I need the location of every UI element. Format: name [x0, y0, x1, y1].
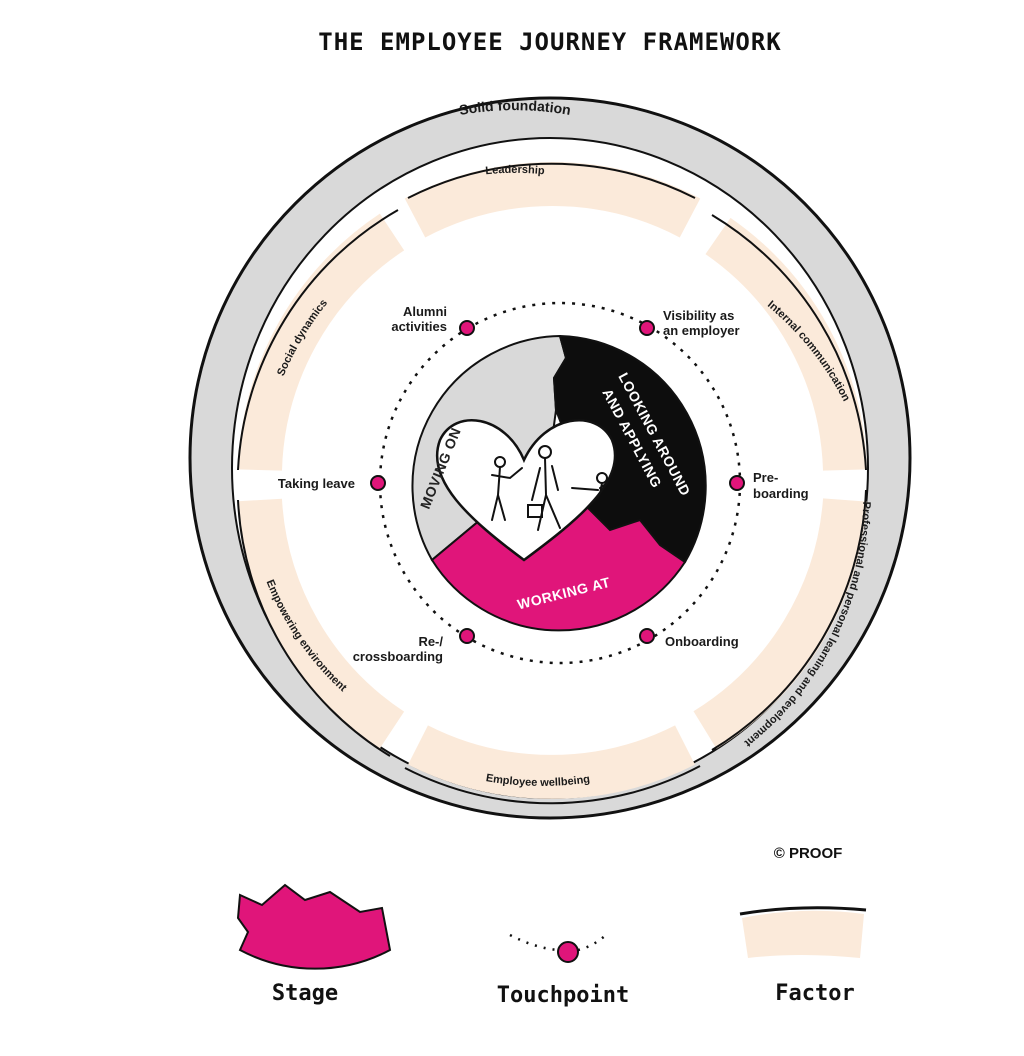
factor-label-leadership: Leadership [485, 164, 546, 177]
touchpoint-dot-recrossboarding [459, 628, 475, 644]
legend-stage-label: Stage [272, 981, 338, 1006]
touchpoint-label-recrossboarding-line-2: crossboarding [353, 649, 443, 664]
factor-segment-empowering-environment [238, 498, 405, 749]
page-title: THE EMPLOYEE JOURNEY FRAMEWORK [318, 28, 781, 56]
factor-segment-social-dynamics [238, 213, 405, 471]
touchpoint-dot-alumni [459, 320, 475, 336]
heart-illustration [435, 418, 617, 562]
foundation-label: Solid foundation [458, 97, 572, 118]
touchpoint-dot-preboarding [729, 475, 745, 491]
factor-label-employee-wellbeing: Employee wellbeing [485, 772, 591, 789]
touchpoint-label-alumni-line-2: activities [391, 319, 447, 334]
factor-segment-professional-development [693, 498, 867, 749]
touchpoint-label-onboarding: Onboarding [665, 634, 739, 649]
legend-stage-icon [236, 883, 392, 970]
touchpoints [370, 320, 745, 644]
legend-factor-label: Factor [775, 981, 854, 1006]
legend-factor-icon [742, 910, 864, 958]
touchpoint-dot-onboarding [639, 628, 655, 644]
factor-segment-internal-communication [705, 217, 867, 471]
factor-segment-leadership [404, 162, 701, 238]
touchpoint-label-preboarding-line-1: Pre- [753, 470, 778, 485]
stages [411, 334, 707, 632]
factor-outline [237, 162, 867, 805]
legend-touchpoint-label: Touchpoint [497, 983, 629, 1008]
touchpoint-dot-taking-leave [370, 475, 386, 491]
copyright-text: © PROOF [774, 845, 843, 862]
legend-touchpoint-icon [557, 941, 579, 963]
legend: Stage Touchpoint Factor [236, 883, 867, 1008]
touchpoint-label-preboarding-line-2: boarding [753, 486, 809, 501]
factor-segment-employee-wellbeing [408, 725, 695, 799]
touchpoint-label-recrossboarding-line-1: Re-/ [418, 634, 443, 649]
touchpoint-label-alumni-line-1: Alumni [403, 304, 447, 319]
touchpoint-label-taking-leave: Taking leave [278, 476, 355, 491]
touchpoint-label-visibility-line-2: an employer [663, 323, 740, 338]
factor-ring [238, 162, 867, 799]
touchpoint-dot-visibility [639, 320, 655, 336]
touchpoint-label-visibility-line-1: Visibility as [663, 308, 734, 323]
